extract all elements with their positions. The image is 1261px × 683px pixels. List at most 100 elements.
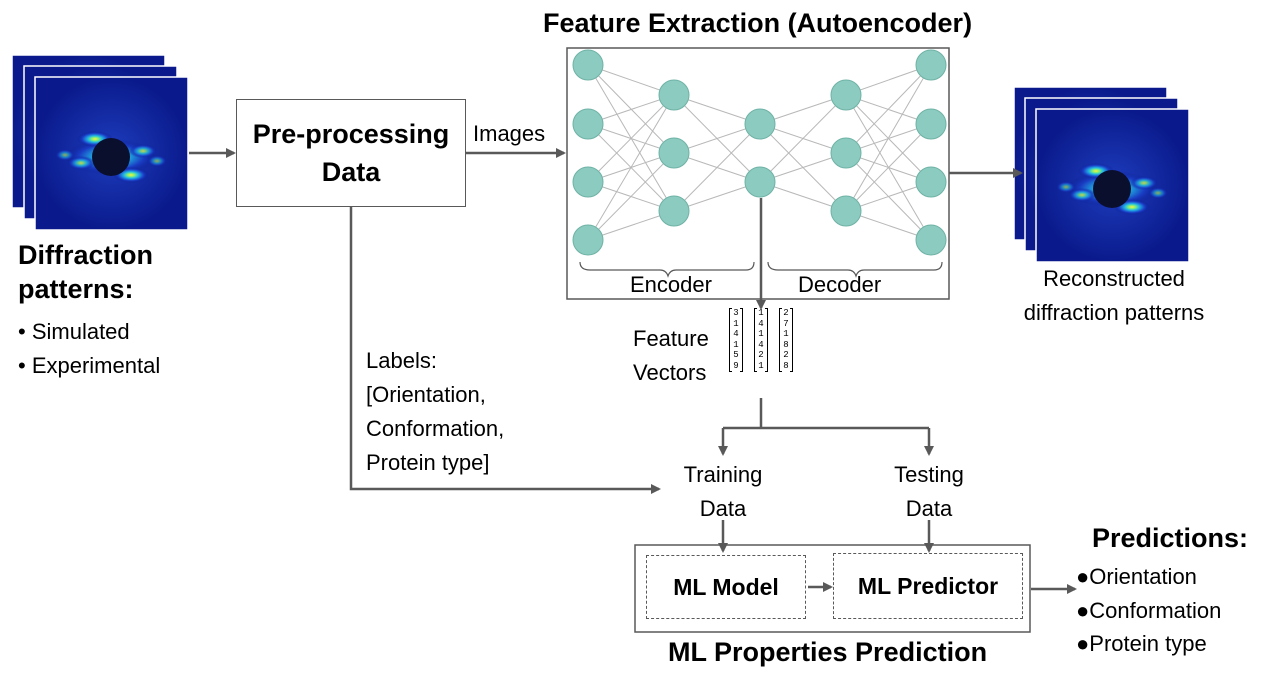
list-item: • Experimental xyxy=(18,353,161,378)
ml-model-label: ML Model xyxy=(673,573,779,600)
network-node xyxy=(572,108,604,140)
training-data-label: Training Data xyxy=(663,458,783,526)
bracket-left xyxy=(729,308,732,372)
feature-vector-value: 1 xyxy=(758,360,764,371)
feature-vector-value: 4 xyxy=(758,339,764,350)
diffraction-pattern-image xyxy=(35,77,188,230)
bracket-left xyxy=(754,308,757,372)
feature-vectors-label: Feature Vectors xyxy=(633,322,709,390)
reconstructed-line2: diffraction patterns xyxy=(1023,300,1205,325)
bracket-right xyxy=(740,308,743,372)
training-line1: Training xyxy=(683,462,763,487)
network-edge xyxy=(587,94,675,183)
diffraction-pattern-image xyxy=(1036,109,1189,262)
network-node xyxy=(744,108,776,140)
feature-vector-value: 8 xyxy=(783,339,789,350)
bracket-right xyxy=(765,308,768,372)
network-edge xyxy=(845,64,932,212)
reconstructed-label: Reconstructed diffraction patterns xyxy=(1004,262,1224,330)
feature-vector-value: 3 xyxy=(733,308,739,318)
network-node xyxy=(830,195,862,227)
feature-vector-value: 7 xyxy=(783,318,789,329)
labels-line1: Labels: xyxy=(366,348,437,373)
preprocessing-box: Pre-processing Data xyxy=(236,99,466,207)
input-title-line2: patterns: xyxy=(18,274,134,304)
reconstructed-diffraction-stack xyxy=(1013,86,1190,263)
network-node xyxy=(658,79,690,111)
network-node xyxy=(572,166,604,198)
encoder-label: Encoder xyxy=(630,272,712,297)
network-node xyxy=(915,108,947,140)
decoder-label: Decoder xyxy=(798,272,882,297)
preprocessing-line2: Data xyxy=(321,157,381,187)
bracket-left xyxy=(779,308,782,372)
feature-vector-value: 4 xyxy=(733,329,739,340)
labels-line3: Conformation, xyxy=(366,416,505,441)
input-list: • Simulated • Experimental xyxy=(18,315,160,383)
list-item: ●Conformation xyxy=(1076,597,1222,623)
feature-vector-value: 9 xyxy=(733,360,739,371)
images-label: Images xyxy=(473,121,546,146)
network-edge xyxy=(845,64,932,154)
network-node xyxy=(830,137,862,169)
network-node xyxy=(572,49,604,81)
feature-vector-value: 2 xyxy=(783,350,789,361)
input-diffraction-stack xyxy=(11,54,189,231)
feature-vector-value: 1 xyxy=(733,318,739,329)
feature-vectors-line1: Feature xyxy=(633,326,709,351)
arrow-labels-to-training xyxy=(349,207,661,494)
feature-vectors-line2: Vectors xyxy=(633,360,707,385)
network-node xyxy=(658,195,690,227)
feature-vector-value: 1 xyxy=(758,308,764,318)
list-item: • Simulated xyxy=(18,319,130,344)
bracket-right xyxy=(790,308,793,372)
network-node xyxy=(915,49,947,81)
feature-vector-value: 1 xyxy=(783,329,789,340)
feature-vector-value: 5 xyxy=(733,350,739,361)
feature-vector-value: 1 xyxy=(733,339,739,350)
training-line2: Data xyxy=(699,496,747,521)
ml-predictor-box: ML Predictor xyxy=(833,553,1023,619)
ml-model-box: ML Model xyxy=(646,555,806,619)
feature-vector-value: 2 xyxy=(783,308,789,318)
input-title-line1: Diffraction xyxy=(18,240,153,270)
network-edge xyxy=(673,123,761,212)
network-node xyxy=(915,224,947,256)
decoder-brace xyxy=(767,261,943,278)
reconstructed-line1: Reconstructed xyxy=(1043,266,1185,291)
network-edge xyxy=(759,94,847,183)
network-node xyxy=(830,79,862,111)
ml-predictor-label: ML Predictor xyxy=(857,572,999,599)
testing-data-label: Testing Data xyxy=(869,458,989,526)
list-item: ●Orientation xyxy=(1076,564,1197,589)
predictions-title: Predictions: xyxy=(1092,523,1249,553)
list-item: ●Protein type xyxy=(1076,631,1207,656)
labels-line2: [Orientation, xyxy=(366,382,486,407)
feature-vector-value: 4 xyxy=(758,318,764,329)
network-edge xyxy=(845,123,932,212)
feature-vector-value: 8 xyxy=(783,360,789,371)
ml-section-title: ML Properties Prediction xyxy=(668,637,988,667)
neural-network-nodes xyxy=(572,49,947,256)
preprocessing-line1: Pre-processing xyxy=(252,119,450,149)
ml-prediction-box xyxy=(634,544,1031,633)
network-edge xyxy=(587,94,675,241)
input-title: Diffraction patterns: xyxy=(18,238,153,306)
network-node xyxy=(744,166,776,198)
autoencoder-title: Feature Extraction (Autoencoder) xyxy=(543,8,973,38)
network-node xyxy=(915,166,947,198)
labels-line4: Protein type] xyxy=(366,450,490,475)
predictions-list: ●Orientation ●Conformation ●Protein type xyxy=(1076,560,1221,661)
testing-line2: Data xyxy=(905,496,953,521)
network-edge xyxy=(587,152,675,241)
labels-block: Labels: [Orientation, Conformation, Prot… xyxy=(366,344,504,480)
network-node xyxy=(658,137,690,169)
feature-vector-value: 1 xyxy=(758,329,764,340)
feature-vector-value: 2 xyxy=(758,350,764,361)
testing-line1: Testing xyxy=(894,462,964,487)
